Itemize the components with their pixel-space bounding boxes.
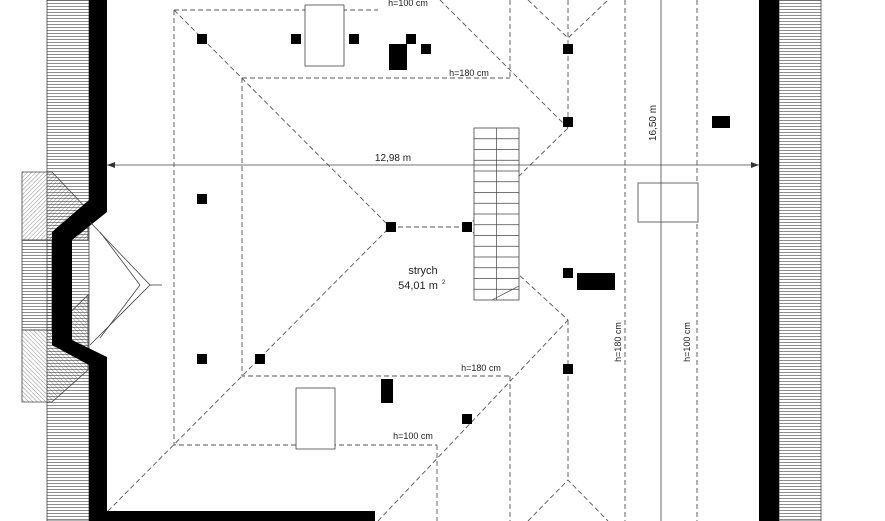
room-name: strych [408,265,437,277]
outer-walls [52,0,779,521]
posts [197,34,730,424]
height-label-right-inner: h=180 cm [613,322,623,362]
room-area: 54,01 m [398,280,438,292]
length-dimension: 16,50 m [648,105,659,141]
roof-windows [295,4,699,450]
height-label-right-outer: h=100 cm [682,322,692,362]
height-label-bottom: h=100 cm [393,431,433,441]
height-label-top: h=100 cm [388,0,428,8]
height-label-upper-inner: h=180 cm [449,68,489,78]
right-roof-hatch [778,0,822,521]
dormer-roof-lines [89,221,162,346]
dimension-lines [107,0,759,521]
width-dimension: 12,98 m [375,153,411,164]
roof-lines [107,0,698,521]
staircase [473,127,520,301]
room-area-superscript: 2 [442,280,446,286]
height-label-lower-inner: h=180 cm [461,363,501,373]
